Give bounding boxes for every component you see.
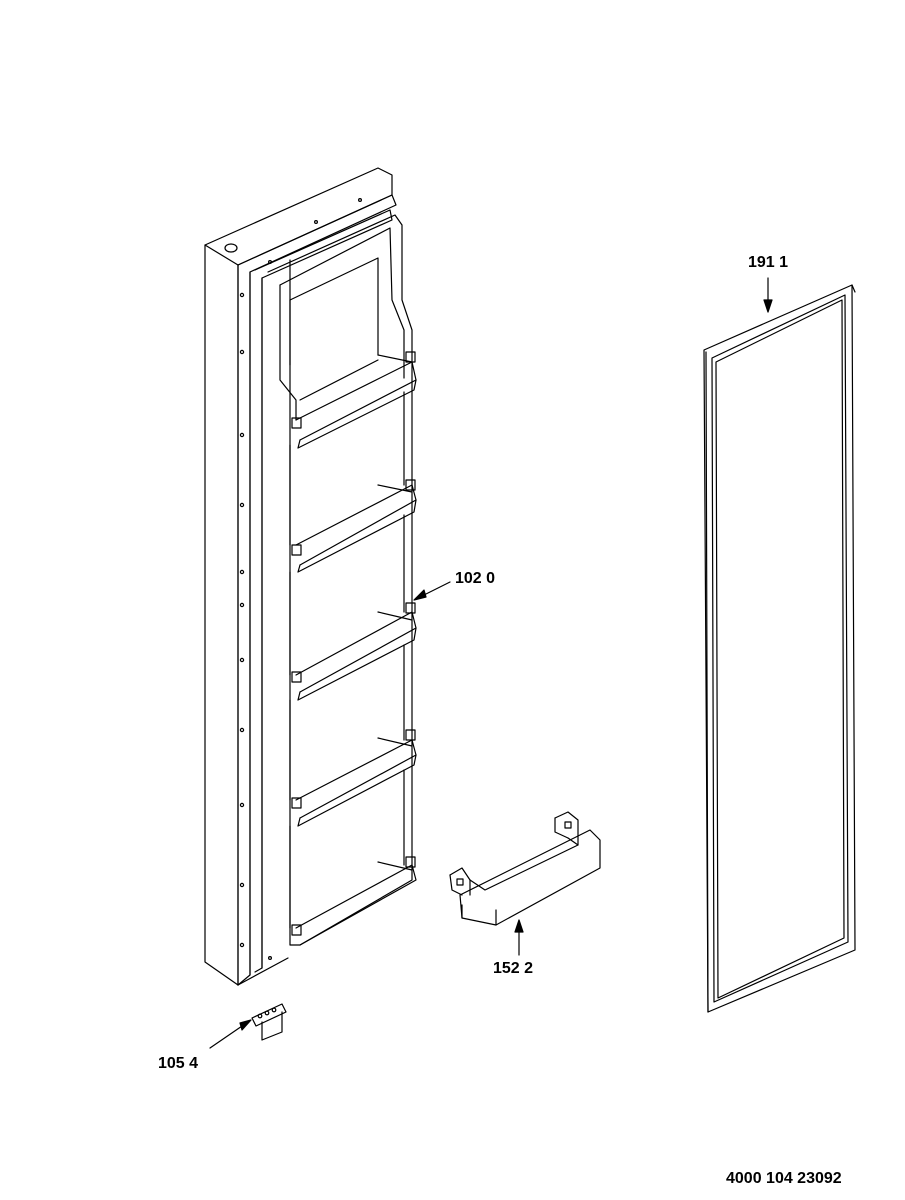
document-code: 4000 104 23092 xyxy=(726,1170,842,1187)
door-assembly xyxy=(204,167,417,986)
door-side-holes xyxy=(239,292,245,948)
door-shelves xyxy=(289,351,417,946)
callout-leaders xyxy=(209,277,773,1049)
callout-door-label: 102 0 xyxy=(455,570,496,587)
callout-bin-label: 152 2 xyxy=(493,960,534,977)
hinge-hole-icon xyxy=(224,243,238,253)
callout-hinge-label: 105 4 xyxy=(158,1055,199,1072)
door-bin xyxy=(449,811,601,926)
callout-gasket-label: 191 1 xyxy=(748,254,789,271)
hinge-part xyxy=(251,1003,287,1041)
door-gasket xyxy=(703,284,856,1013)
